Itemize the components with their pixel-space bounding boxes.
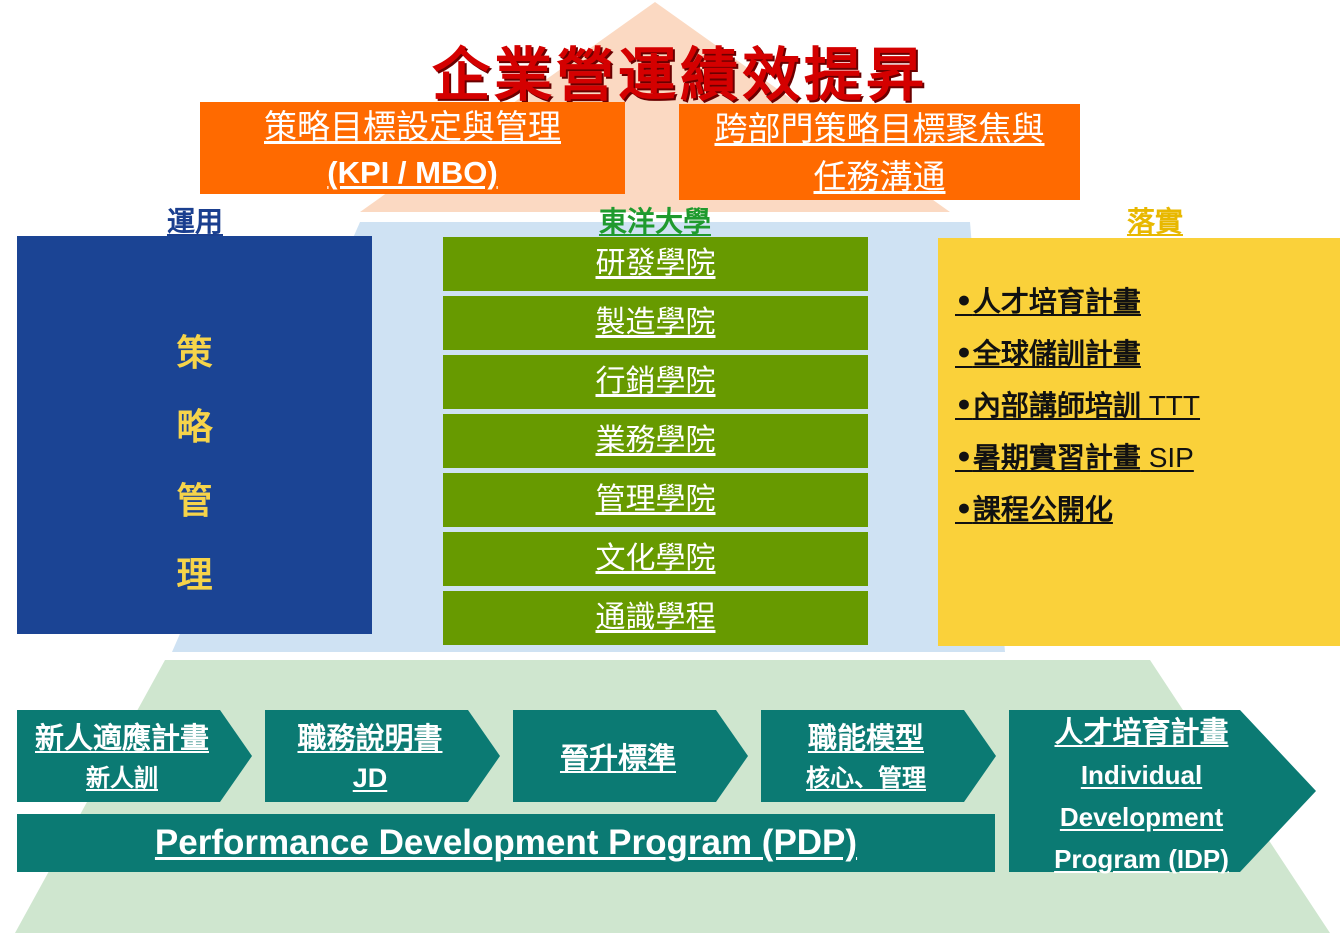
diagram-title: 企業營運績效提昇 [431, 41, 928, 109]
idp-arrow: 人才培育計畫 Individual Development Program (I… [1009, 710, 1274, 880]
process-step-job-description: 職務說明書 JD [297, 721, 443, 793]
strategy-char: 管 [176, 480, 213, 522]
implementation-item: •人才培育計畫 [955, 285, 1141, 318]
pdp-label: Performance Development Program (PDP) [154, 823, 858, 862]
arrow-shape-idp [1009, 710, 1316, 872]
implementation-item: •全球儲訓計畫 [955, 337, 1141, 370]
college-item: 業務學院 [443, 414, 868, 468]
arrow-shape-4 [761, 710, 996, 802]
strategy-char: 理 [176, 554, 213, 596]
idp-line1: Individual [1080, 760, 1203, 790]
implementation-item: •課程公開化 [955, 493, 1113, 526]
college-item: 研發學院 [443, 237, 868, 291]
idp-line3: Program (IDP) [1054, 844, 1229, 874]
implementation-item: •內部講師培訓 TTT [955, 389, 1201, 422]
header-implement: 落實 [1126, 205, 1183, 238]
process-step-onboarding: 新人適應計畫 新人訓 [34, 721, 209, 792]
pdp-bar: Performance Development Program (PDP) [17, 814, 995, 872]
header-apply: 運用 [166, 205, 223, 238]
arrow-shape-3 [513, 710, 748, 802]
college-item: 製造學院 [443, 296, 868, 350]
implementation-item: •暑期實習計畫 SIP [955, 441, 1194, 474]
implementation-sticky-note [938, 238, 1340, 646]
college-item: 管理學院 [443, 473, 868, 527]
header-university: 東洋大學 [598, 205, 711, 238]
arrow-shape-2 [265, 710, 500, 802]
process-step-competency-model: 職能模型 核心、管理 [806, 721, 926, 792]
cross-department-line2: 任務溝通 [813, 157, 946, 196]
kpi-mbo-subtitle: (KPI / MBO) [327, 155, 498, 190]
arrow-shape-1 [17, 710, 252, 802]
college-item: 文化學院 [443, 532, 868, 586]
college-item: 行銷學院 [443, 355, 868, 409]
idp-title: 人才培育計畫 [1054, 715, 1229, 749]
strategy-char: 略 [176, 406, 213, 448]
kpi-mbo-box: 策略目標設定與管理 (KPI / MBO) [200, 102, 625, 194]
cross-department-line1: 跨部門策略目標聚焦與 [714, 109, 1045, 148]
strategy-management-vertical-text: 策 略 管 理 [17, 236, 372, 612]
idp-line2: Development [1059, 802, 1224, 832]
strategy-char: 策 [176, 332, 213, 374]
strategy-management-box: 策 略 管 理 [17, 236, 372, 634]
college-item: 通識學程 [443, 591, 868, 645]
kpi-mbo-title: 策略目標設定與管理 [264, 107, 561, 146]
process-step-promotion: 晉升標準 [559, 741, 676, 775]
cross-department-box: 跨部門策略目標聚焦與 任務溝通 [679, 104, 1080, 200]
